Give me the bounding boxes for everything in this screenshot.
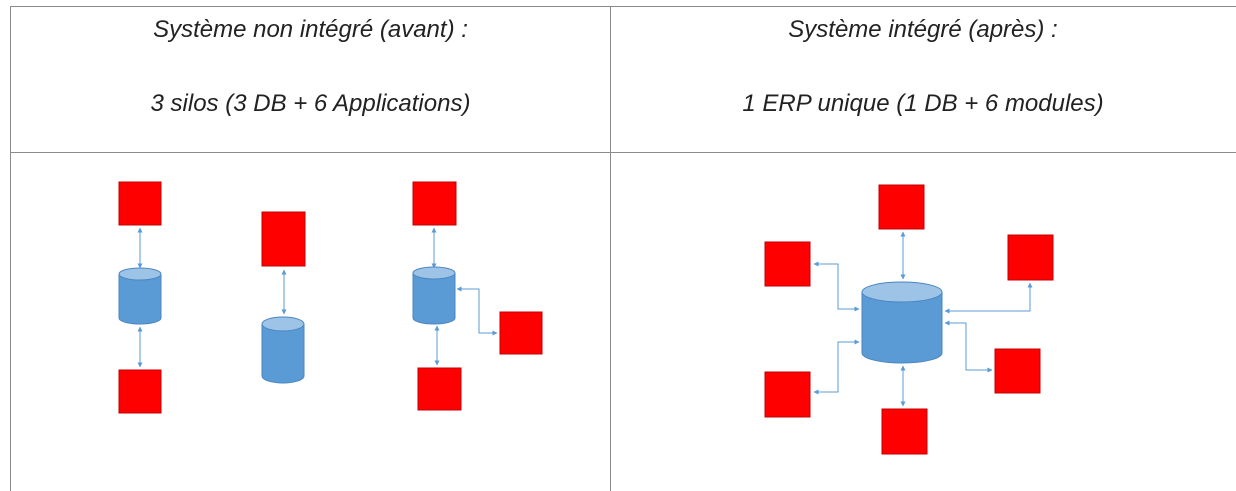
- erp-module-box: [764, 371, 811, 418]
- erp-module-box: [764, 241, 811, 287]
- header-cell-after: Système intégré (après) : 1 ERP unique (…: [611, 0, 1235, 152]
- application-box: [417, 367, 462, 411]
- before-subtitle: 3 silos (3 DB + 6 Applications): [150, 90, 471, 117]
- header-row-divider: [10, 152, 1236, 153]
- erp-hub: [764, 184, 1054, 455]
- table-top-border: [10, 6, 1236, 7]
- database-cylinder: [261, 316, 305, 384]
- central-database-cylinder: [861, 281, 943, 364]
- erp-module-box: [994, 348, 1041, 394]
- application-box: [118, 369, 162, 414]
- connector: [456, 286, 498, 336]
- connector: [944, 320, 993, 373]
- erp-module-box: [881, 408, 928, 455]
- application-box: [118, 181, 162, 226]
- database-cylinder: [118, 267, 162, 325]
- silo-3: [412, 181, 543, 411]
- column-divider: [610, 6, 611, 491]
- silo-2: [261, 211, 306, 384]
- after-subtitle: 1 ERP unique (1 DB + 6 modules): [742, 90, 1104, 117]
- erp-module-box: [878, 184, 925, 230]
- database-cylinder: [412, 266, 456, 325]
- connector: [944, 282, 1033, 314]
- header-cell-before: Système non intégré (avant) : 3 silos (3…: [11, 0, 610, 152]
- application-box: [412, 181, 457, 226]
- erp-module-box: [1007, 234, 1054, 281]
- silo-1: [118, 181, 162, 414]
- before-title: Système non intégré (avant) :: [153, 16, 468, 43]
- application-box: [499, 311, 543, 355]
- after-title: Système intégré (après) :: [788, 16, 1058, 43]
- table-left-border: [10, 6, 11, 491]
- connector: [813, 261, 860, 312]
- connector: [813, 339, 860, 395]
- application-box: [261, 211, 306, 267]
